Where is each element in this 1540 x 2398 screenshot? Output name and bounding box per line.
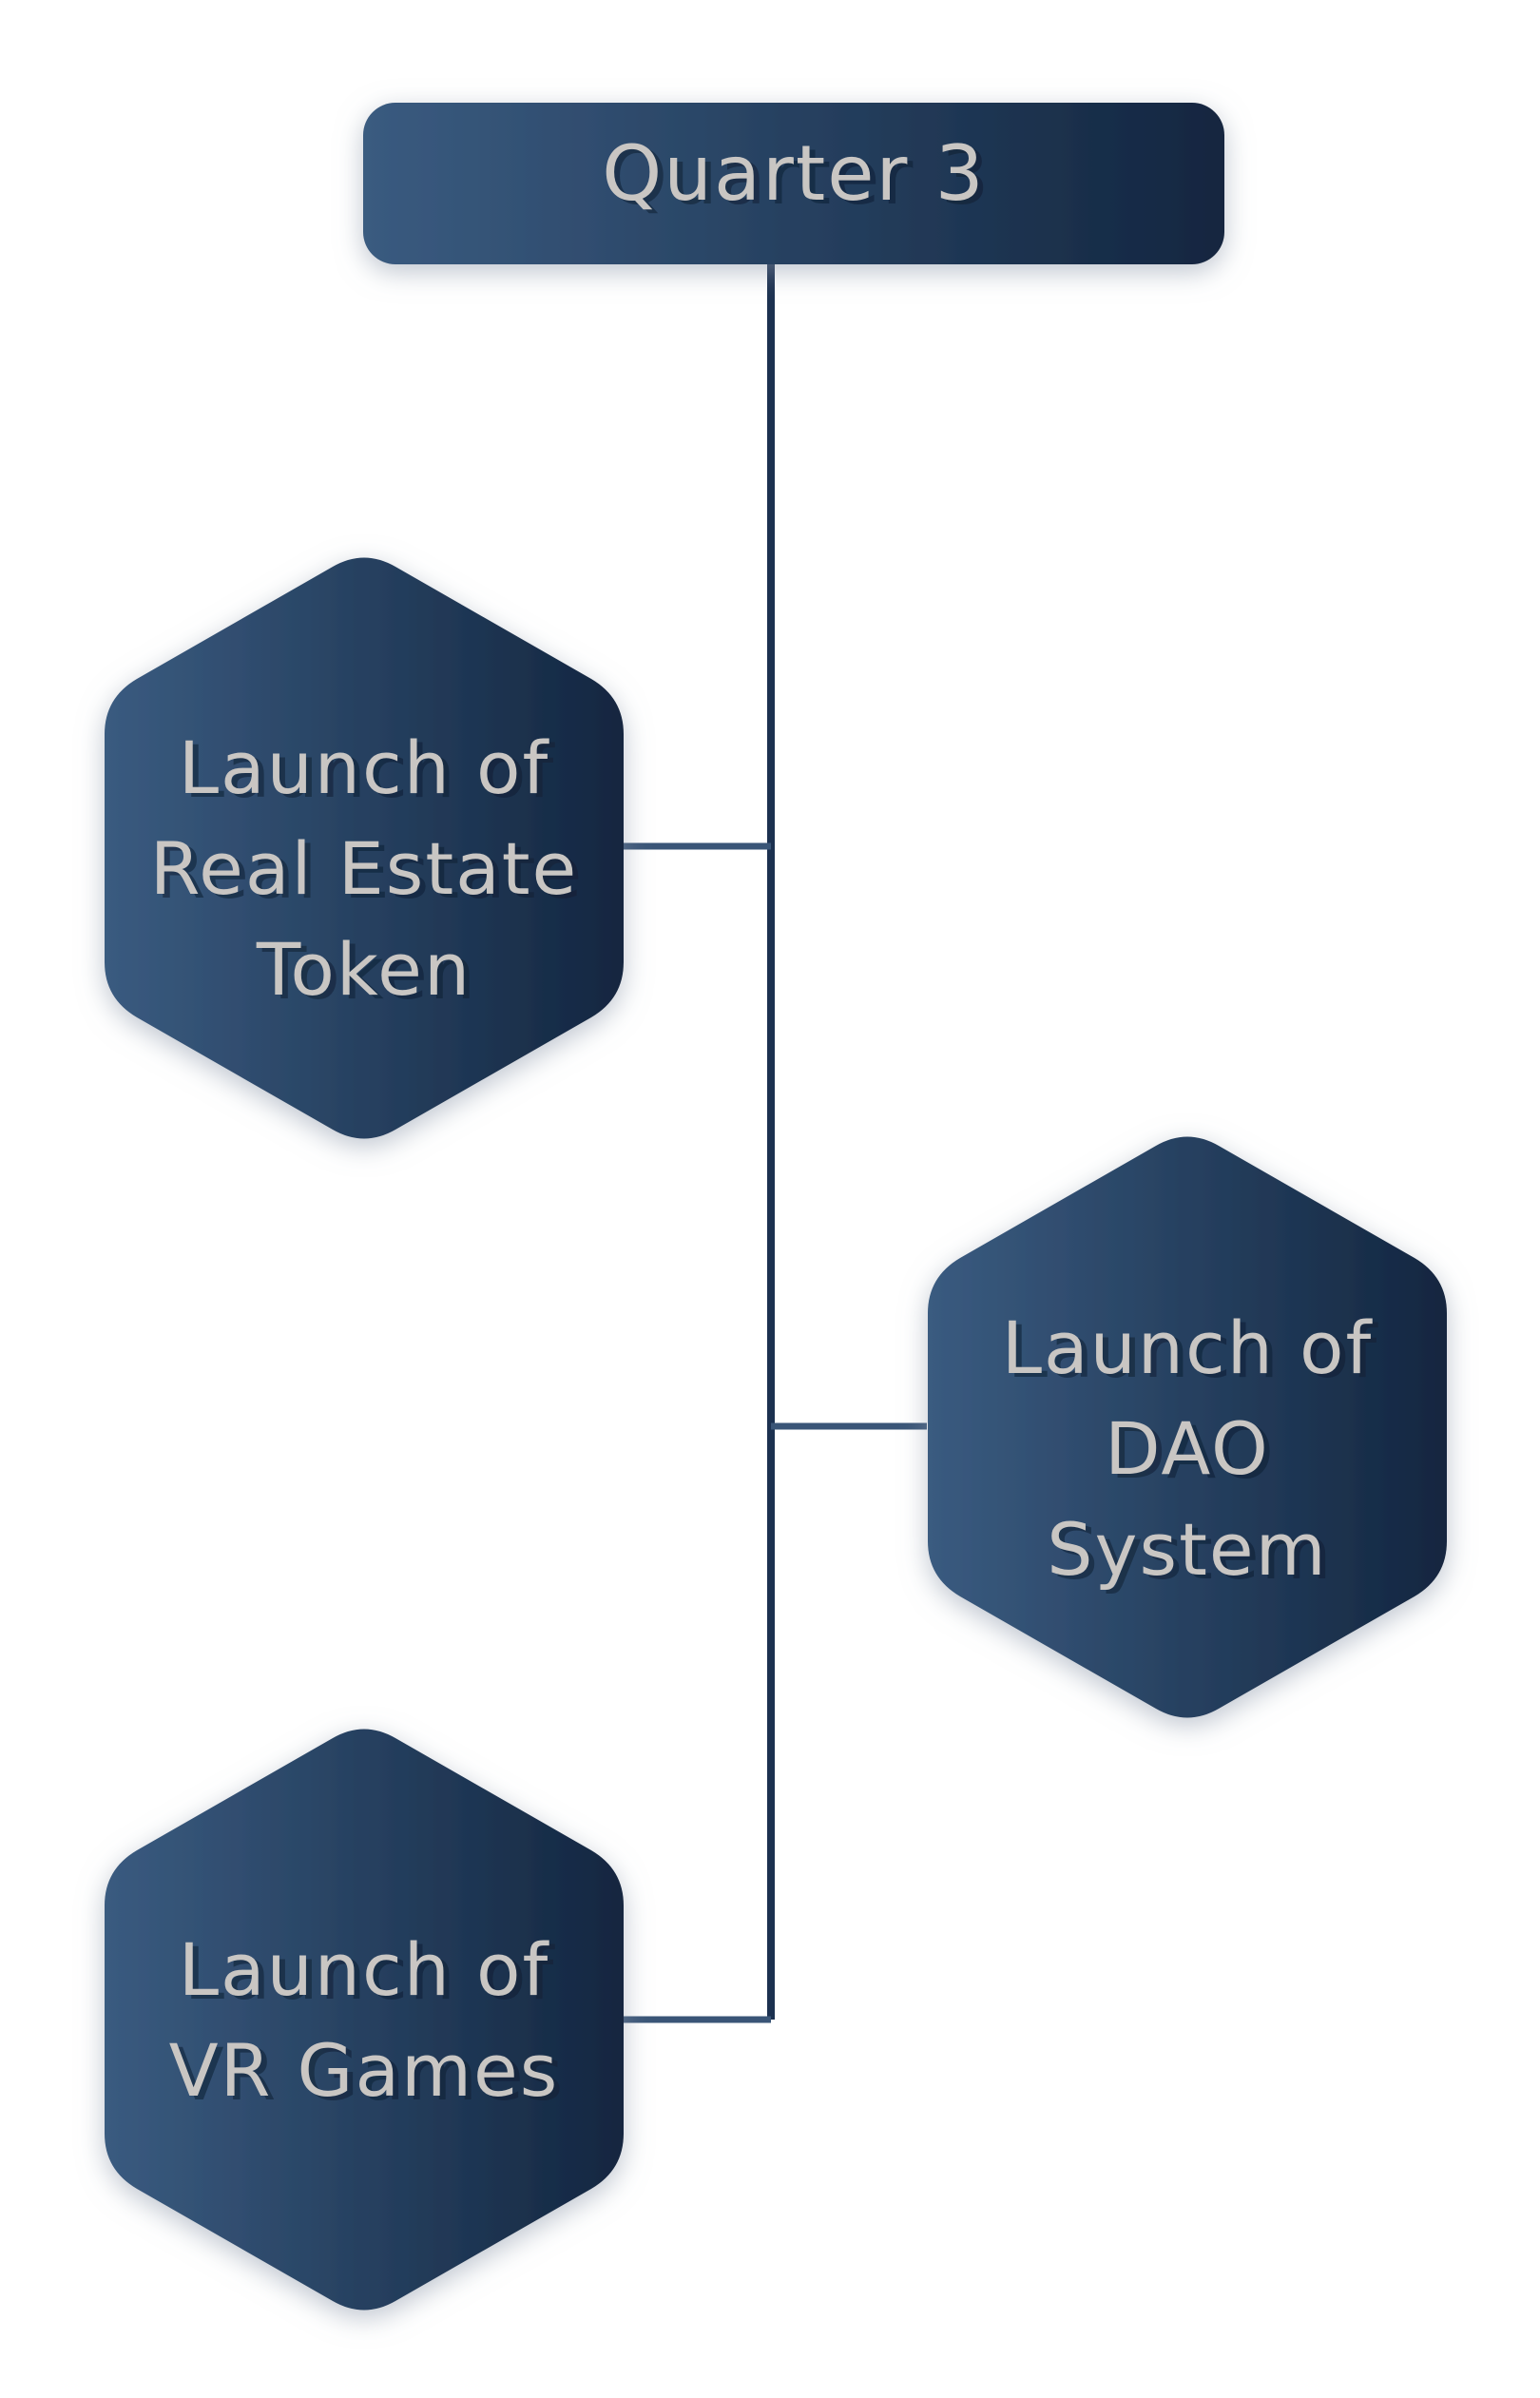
- milestone-3-line-2-shadow: VR Games: [175, 2032, 566, 2117]
- milestone-2-line-2-shadow: DAO: [1110, 1410, 1276, 1495]
- milestone-1-line-1: Launch of: [179, 725, 550, 810]
- milestone-2-line-1-shadow: Launch of: [1008, 1309, 1379, 1394]
- milestone-3-line-1: Launch of: [179, 1927, 550, 2012]
- milestone-3-line-1-shadow: Launch of: [184, 1931, 556, 2016]
- milestone-1-line-2-shadow: Real Estate: [156, 830, 585, 915]
- quarter-header-title-shadow: Quarter 3: [607, 133, 991, 222]
- milestone-2-line-2: DAO: [1105, 1406, 1270, 1491]
- milestone-hexagon-2: Launch of Launch of DAO DAO System Syste…: [928, 1136, 1447, 1718]
- milestone-1-line-3: Token: [256, 927, 472, 1012]
- hexagon-shape: [105, 557, 624, 1139]
- hexagon-shape: [928, 1136, 1447, 1718]
- milestone-2-line-1: Launch of: [1002, 1305, 1374, 1390]
- milestone-2-line-3: System: [1047, 1507, 1327, 1592]
- milestone-hexagon-1: Launch of Launch of Real Estate Real Est…: [105, 557, 624, 1139]
- milestone-1-line-1-shadow: Launch of: [184, 729, 556, 814]
- milestone-2-line-3-shadow: System: [1052, 1511, 1333, 1595]
- milestone-1-line-3-shadow: Token: [261, 931, 477, 1015]
- milestone-hexagon-3: Launch of Launch of VR Games VR Games: [105, 1729, 624, 2311]
- quarter-header: Quarter 3 Quarter 3: [363, 103, 1224, 264]
- quarter-header-box: [363, 103, 1224, 264]
- hexagon-shape: [105, 1729, 624, 2311]
- milestone-3-line-2: VR Games: [169, 2028, 560, 2113]
- milestone-1-line-2: Real Estate: [150, 826, 579, 911]
- quarter-header-title: Quarter 3: [602, 129, 985, 218]
- connector-lines: [620, 262, 927, 2023]
